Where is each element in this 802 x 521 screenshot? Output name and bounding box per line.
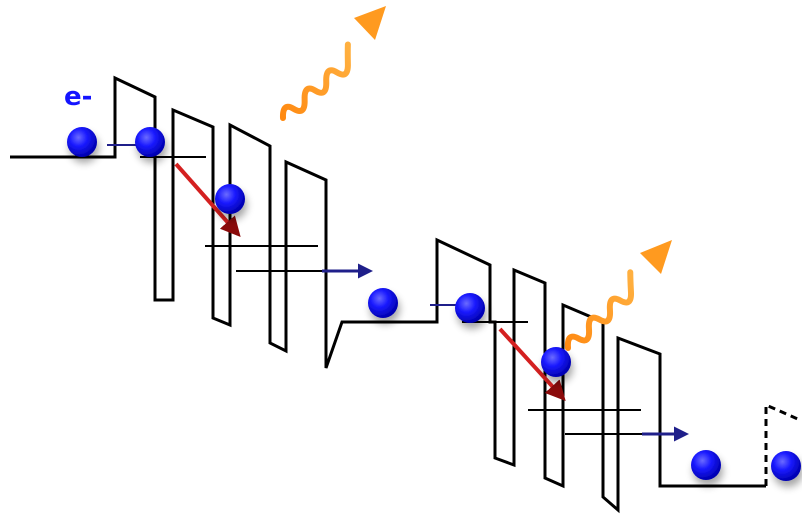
electron-icon xyxy=(215,184,245,214)
electron-label: e- xyxy=(64,82,93,112)
band-edge-next-stage xyxy=(764,402,801,486)
electron-icon xyxy=(455,293,485,323)
photon-icon xyxy=(564,240,672,351)
electron-icon xyxy=(368,288,398,318)
electron-icon xyxy=(691,450,721,480)
band-edge xyxy=(10,75,801,514)
electron-icon xyxy=(541,347,571,377)
electron-icon xyxy=(771,451,801,481)
electrons xyxy=(67,127,801,481)
electron-icon xyxy=(67,127,97,157)
photon-icon xyxy=(279,6,386,121)
relaxation-arrow-2 xyxy=(498,327,566,401)
relaxation-arrows xyxy=(174,162,566,401)
tunneling-arrows xyxy=(322,263,689,442)
relaxation-arrow-1 xyxy=(174,162,241,237)
electron-icon xyxy=(135,127,165,157)
